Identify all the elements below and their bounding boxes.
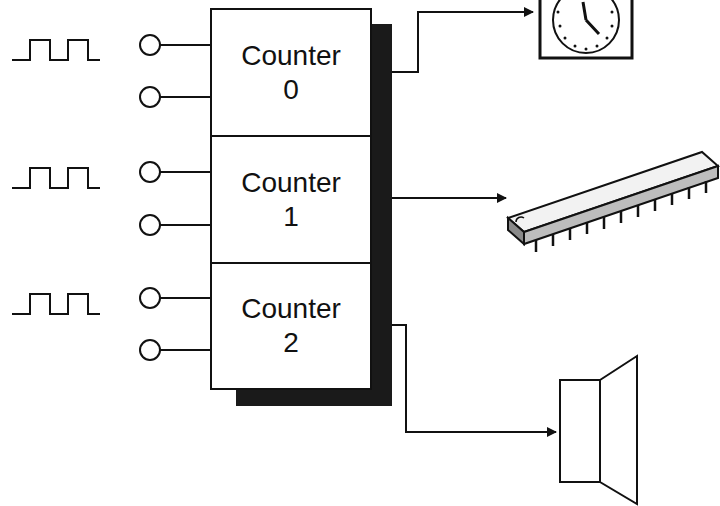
- speaker-magnet: [560, 380, 600, 482]
- counter-box: Counter 0: [210, 8, 372, 137]
- clock-waveform: [12, 294, 100, 314]
- input-wire: [160, 44, 210, 46]
- counter-label: Counter 1: [235, 166, 347, 233]
- speaker-cone: [600, 356, 637, 504]
- chip-pins: [536, 181, 706, 252]
- clock-hands: [583, 2, 599, 34]
- input-terminal: [140, 35, 160, 55]
- clock-icon: [540, 0, 632, 58]
- input-terminal: [140, 87, 160, 107]
- chip-notch: [516, 217, 524, 222]
- input-wire: [160, 224, 210, 226]
- output-wire: [392, 197, 506, 199]
- counter-box: Counter 2: [210, 262, 372, 390]
- clock-waveform: [12, 168, 100, 188]
- input-wire: [160, 171, 210, 173]
- clock-face: [553, 0, 619, 53]
- ic-chip: [508, 152, 718, 252]
- input-wire: [160, 96, 210, 98]
- counter-box: Counter 1: [210, 135, 372, 264]
- input-terminal: [140, 288, 160, 308]
- speaker-icon: [560, 356, 637, 504]
- input-wire: [160, 349, 210, 351]
- clock-waveform: [12, 40, 100, 60]
- chip-top: [508, 152, 718, 232]
- counter-label: Counter 2: [235, 292, 347, 359]
- counter-label: Counter 0: [235, 39, 347, 106]
- input-terminal: [140, 162, 160, 182]
- output-wire: [392, 325, 556, 432]
- input-terminal: [140, 340, 160, 360]
- input-terminal: [140, 215, 160, 235]
- input-wire: [160, 297, 210, 299]
- block-shadow: [236, 388, 392, 406]
- output-wire: [392, 12, 533, 72]
- chip-end: [508, 218, 524, 244]
- block-shadow: [370, 24, 392, 406]
- chip-side: [524, 166, 718, 244]
